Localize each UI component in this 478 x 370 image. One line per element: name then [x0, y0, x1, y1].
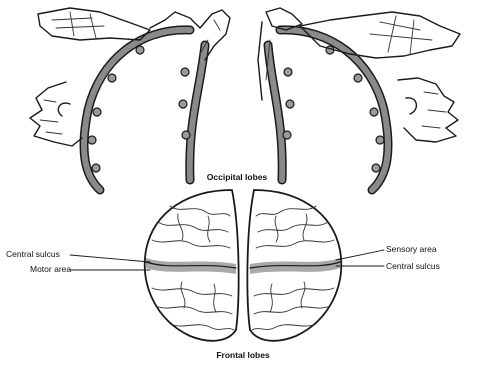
- hand-drawing: [38, 8, 200, 40]
- face-drawing: [30, 82, 82, 146]
- central-sulcus-label-left: Central sulcus: [6, 249, 60, 259]
- occipital-lobes-caption: Occipital lobes: [207, 172, 268, 182]
- sensory-homunculus: [258, 8, 460, 190]
- frontal-lobes-caption: Frontal lobes: [216, 350, 270, 360]
- cortex-gyri: [88, 46, 144, 172]
- motor-area-label: Motor area: [30, 264, 71, 274]
- sensory-area-label: Sensory area: [386, 244, 437, 254]
- cortex-gyri: [326, 46, 384, 172]
- central-sulcus-label-right: Central sulcus: [386, 261, 440, 271]
- motor-homunculus: [30, 8, 230, 190]
- brain-top-view: [145, 190, 341, 341]
- face-drawing: [398, 78, 458, 142]
